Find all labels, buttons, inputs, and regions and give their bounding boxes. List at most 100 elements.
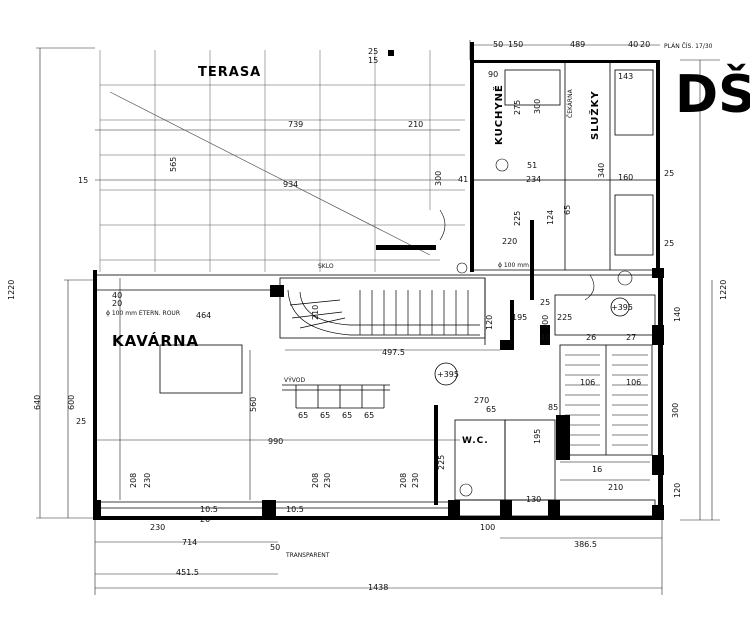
svg-text:275: 275 <box>513 100 522 115</box>
level-marker-stair: +395 <box>610 297 633 317</box>
sklo-label: SKLO <box>318 263 334 270</box>
svg-text:25: 25 <box>540 298 550 307</box>
svg-text:300: 300 <box>671 403 680 418</box>
svg-text:20: 20 <box>640 40 650 49</box>
svg-text:65: 65 <box>364 411 374 420</box>
svg-text:195: 195 <box>533 429 542 444</box>
svg-text:210: 210 <box>408 120 423 129</box>
svg-text:25: 25 <box>76 417 86 426</box>
svg-text:40: 40 <box>628 40 638 49</box>
svg-text:230: 230 <box>143 473 152 488</box>
room-label-kavarna: KAVÁRNA <box>112 331 199 350</box>
svg-text:160: 160 <box>618 173 633 182</box>
svg-text:65: 65 <box>342 411 352 420</box>
svg-text:739: 739 <box>288 120 303 129</box>
svg-text:560: 560 <box>249 397 258 412</box>
cekarna-label: ČEKÁRNA <box>567 88 574 118</box>
svg-text:65: 65 <box>320 411 330 420</box>
svg-text:497.5: 497.5 <box>382 348 405 357</box>
svg-text:140: 140 <box>673 307 682 322</box>
svg-text:50: 50 <box>270 543 280 552</box>
svg-text:106: 106 <box>626 378 641 387</box>
svg-text:230: 230 <box>150 523 165 532</box>
svg-text:340: 340 <box>597 163 606 178</box>
svg-text:150: 150 <box>508 40 523 49</box>
room-label-sluzky: SLUŽKY <box>588 90 601 140</box>
svg-text:120: 120 <box>485 315 494 330</box>
svg-text:210: 210 <box>608 483 623 492</box>
svg-text:100: 100 <box>480 523 495 532</box>
svg-text:65: 65 <box>486 405 496 414</box>
svg-text:300: 300 <box>533 99 542 114</box>
svg-text:225: 225 <box>437 455 446 470</box>
svg-text:464: 464 <box>196 311 211 320</box>
dimension-labels: 25 15 50 150 489 40 20 90 143 739 210 56… <box>7 40 728 592</box>
svg-text:270: 270 <box>474 396 489 405</box>
svg-text:1220: 1220 <box>7 280 16 300</box>
svg-text:220: 220 <box>502 237 517 246</box>
svg-text:143: 143 <box>618 72 633 81</box>
svg-text:65: 65 <box>563 205 572 215</box>
svg-text:26: 26 <box>586 333 596 342</box>
ds-logo: DŠ <box>675 63 750 125</box>
pipe-note-short: ϕ 100 mm <box>498 262 529 269</box>
svg-text:1438: 1438 <box>368 583 388 592</box>
terrace-floor-grid <box>99 50 465 272</box>
svg-text:386.5: 386.5 <box>574 540 597 549</box>
svg-text:565: 565 <box>169 157 178 172</box>
svg-text:451.5: 451.5 <box>176 568 199 577</box>
svg-text:225: 225 <box>557 313 572 322</box>
svg-text:65: 65 <box>298 411 308 420</box>
svg-text:230: 230 <box>411 473 420 488</box>
svg-text:25: 25 <box>368 47 378 56</box>
svg-text:300: 300 <box>541 315 550 330</box>
svg-text:27: 27 <box>626 333 636 342</box>
vyvod-shelf <box>282 384 390 409</box>
svg-text:DŠ: DŠ <box>675 63 750 125</box>
svg-text:489: 489 <box>570 40 585 49</box>
svg-text:934: 934 <box>283 180 298 189</box>
svg-text:+395: +395 <box>437 370 459 379</box>
svg-text:714: 714 <box>182 538 197 547</box>
svg-text:124: 124 <box>546 210 555 225</box>
svg-text:40: 40 <box>112 291 122 300</box>
svg-text:25: 25 <box>664 239 674 248</box>
svg-text:195: 195 <box>512 313 527 322</box>
svg-text:600: 600 <box>67 395 76 410</box>
svg-text:230: 230 <box>323 473 332 488</box>
walls <box>93 42 664 520</box>
svg-text:50: 50 <box>493 40 503 49</box>
svg-text:208: 208 <box>311 473 320 488</box>
svg-text:208: 208 <box>399 473 408 488</box>
svg-text:1220: 1220 <box>719 280 728 300</box>
main-staircase <box>287 289 480 336</box>
svg-text:85: 85 <box>548 403 558 412</box>
svg-text:210: 210 <box>311 305 320 320</box>
svg-text:208: 208 <box>129 473 138 488</box>
front-glazing <box>100 501 450 509</box>
outer-dimension-lines <box>36 40 720 595</box>
svg-text:16: 16 <box>592 465 602 474</box>
svg-text:10.5: 10.5 <box>200 505 218 514</box>
svg-text:15: 15 <box>78 176 88 185</box>
svg-text:41: 41 <box>458 175 468 184</box>
svg-text:120: 120 <box>673 483 682 498</box>
room-label-kuchyne: KUCHYNĚ <box>492 84 505 145</box>
interior-lines <box>95 63 662 518</box>
room-label-terasa: TERASA <box>198 65 261 80</box>
svg-text:+395: +395 <box>611 303 633 312</box>
stair-tower <box>439 158 650 497</box>
svg-text:130: 130 <box>526 495 541 504</box>
svg-text:25: 25 <box>664 169 674 178</box>
svg-text:15: 15 <box>368 56 378 65</box>
svg-text:20: 20 <box>200 515 210 524</box>
svg-text:10.5: 10.5 <box>286 505 304 514</box>
svg-text:234: 234 <box>526 175 541 184</box>
svg-text:300: 300 <box>434 171 443 186</box>
vyvod-label: VÝVOD <box>284 377 305 384</box>
svg-text:40: 40 <box>540 333 550 342</box>
svg-text:90: 90 <box>488 70 498 79</box>
room-label-wc: W.C. <box>462 436 489 446</box>
level-marker: +395 <box>434 362 459 386</box>
